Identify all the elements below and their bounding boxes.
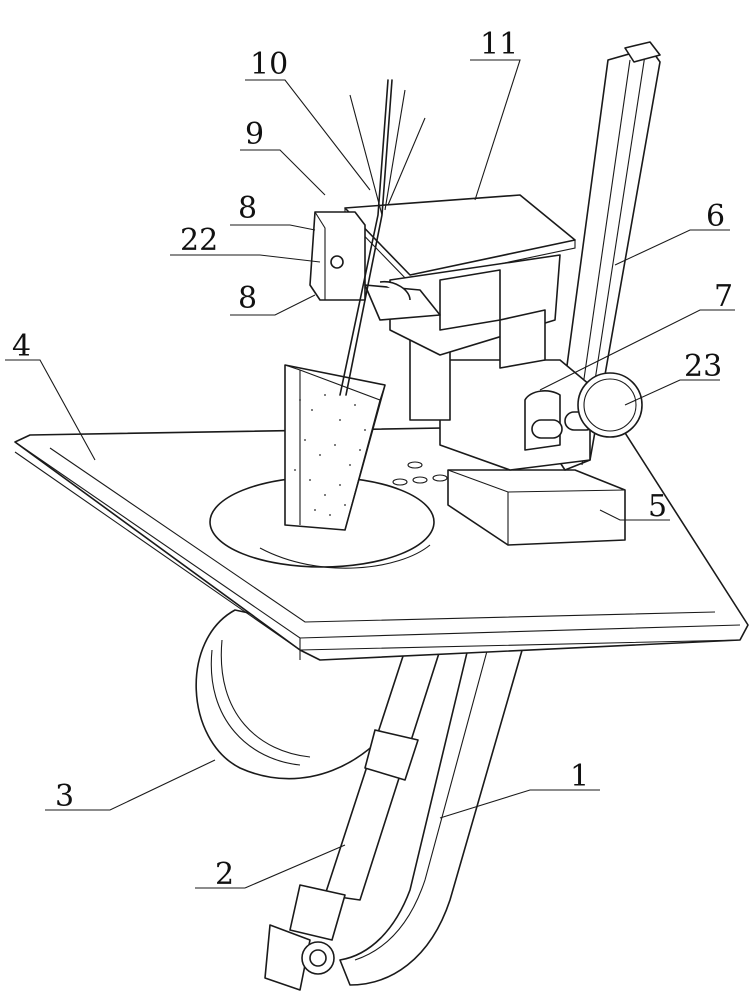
label-1: 1 (570, 759, 589, 794)
top-plate (344, 194, 576, 369)
drive-unit (409, 339, 643, 471)
slider-rail (264, 649, 441, 991)
label-8b: 8 (238, 281, 257, 316)
leader-lines (5, 59, 735, 889)
sample-cup (284, 364, 386, 531)
clamp-head (309, 211, 441, 321)
mount-block (447, 469, 626, 546)
label-22: 22 (180, 223, 218, 258)
base-plate (14, 424, 749, 661)
label-7: 7 (714, 279, 733, 314)
label-2: 2 (215, 857, 234, 892)
label-9: 9 (245, 117, 264, 152)
callout-labels: 1 2 3 4 5 6 7 8 8 9 10 11 22 23 (12, 27, 733, 892)
label-8a: 8 (238, 191, 257, 226)
label-4: 4 (12, 329, 31, 364)
label-23: 23 (684, 349, 722, 384)
arm-bracket (339, 639, 526, 986)
label-5: 5 (648, 489, 667, 524)
label-10: 10 (250, 47, 288, 82)
label-3: 3 (55, 779, 74, 814)
label-11: 11 (480, 27, 518, 62)
label-6: 6 (706, 199, 725, 234)
probe-needle (339, 79, 426, 396)
